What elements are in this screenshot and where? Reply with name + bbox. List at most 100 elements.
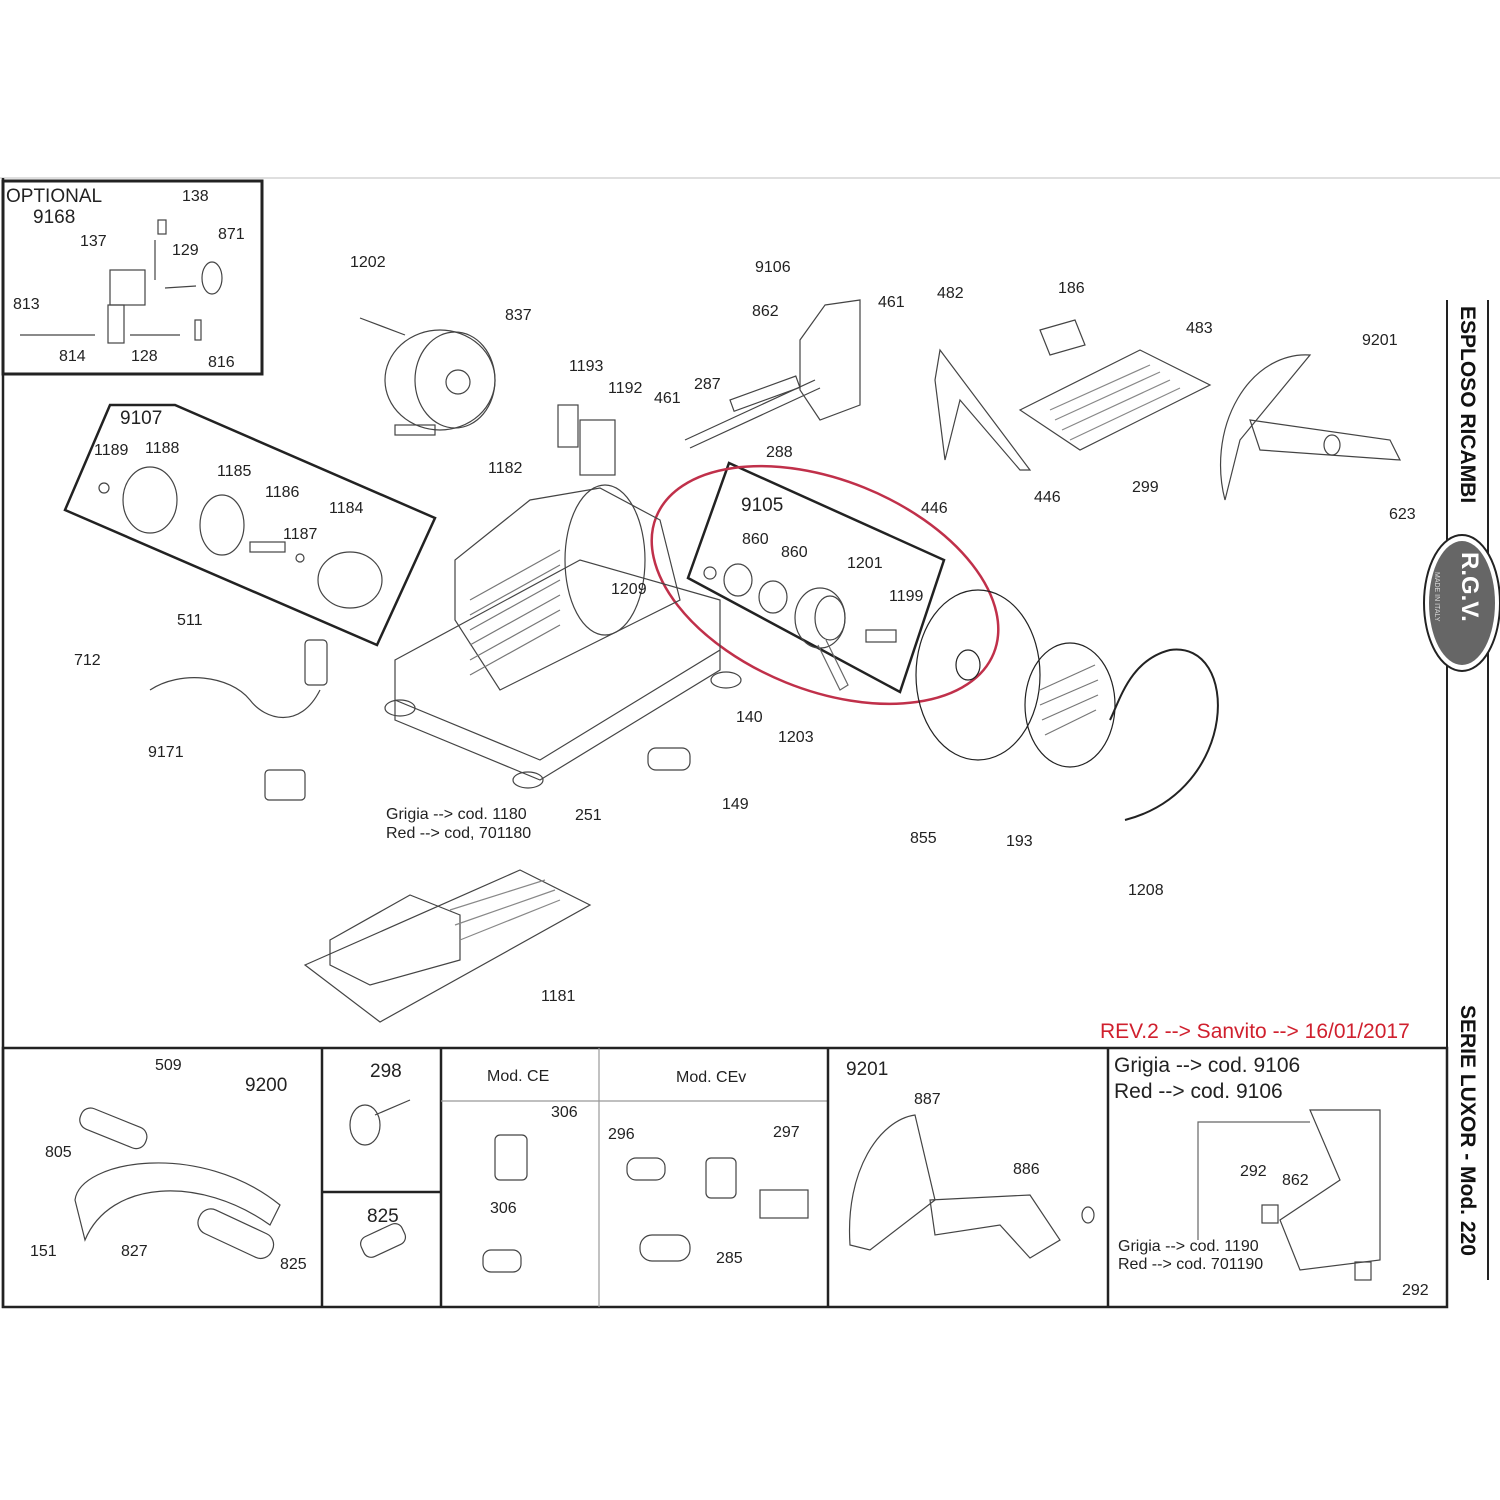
- panel-code: 9200: [245, 1075, 288, 1096]
- part-label: 886: [1013, 1161, 1040, 1178]
- panel-heading: Grigia --> cod. 9106: [1114, 1054, 1301, 1077]
- part-label: 1203: [778, 729, 814, 746]
- part-label: 483: [1186, 320, 1213, 337]
- part-label: 855: [910, 830, 937, 847]
- bottom-panel-parts: [74, 1099, 1381, 1281]
- part-label: 1201: [847, 555, 883, 572]
- switch: [264, 769, 306, 801]
- group-code: 9105: [741, 495, 784, 516]
- part-label: 306: [490, 1200, 517, 1217]
- part-label: 193: [1006, 833, 1033, 850]
- part-label: 149: [722, 796, 749, 813]
- panel-code: 9201: [846, 1059, 889, 1080]
- carriage-bracket: [557, 299, 861, 476]
- capacitor-149: [647, 747, 691, 771]
- logo-text: R.G.V.: [1456, 552, 1483, 622]
- optional-box: [1, 179, 264, 376]
- part-label: 251: [575, 807, 602, 824]
- base-note: Red --> cod, 701180: [386, 825, 532, 842]
- optional-parts: [20, 219, 223, 344]
- panel-heading: Red --> cod. 9106: [1114, 1080, 1283, 1103]
- slicer-body: [384, 484, 742, 789]
- part-label: 511: [177, 612, 203, 629]
- part-label: 1188: [145, 440, 180, 457]
- part-label: 1186: [265, 484, 300, 501]
- food-tray: [934, 319, 1212, 471]
- part-label: 837: [505, 307, 532, 324]
- guard-193: [1024, 642, 1116, 768]
- power-cable: [149, 677, 321, 718]
- part-label: 1181: [541, 988, 576, 1005]
- part-label: 9106: [755, 259, 791, 276]
- part-label: 1187: [283, 526, 318, 543]
- panel-note: Grigia --> cod. 1190: [1118, 1238, 1259, 1255]
- part-label: 805: [45, 1144, 72, 1161]
- part-label: 887: [914, 1091, 941, 1108]
- part-label: 712: [74, 652, 101, 669]
- part-label: 1209: [611, 581, 647, 598]
- part-label: 1202: [350, 254, 386, 271]
- panel-title: Mod. CEv: [676, 1069, 747, 1086]
- part-label: 862: [1282, 1172, 1309, 1189]
- part-label: 825: [280, 1256, 307, 1273]
- part-label: 813: [13, 296, 40, 313]
- part-label: 1184: [329, 500, 364, 517]
- part-label: 860: [742, 531, 769, 548]
- part-label: 292: [1402, 1282, 1429, 1299]
- pulley-group: [703, 563, 897, 691]
- group-9105-box: [686, 461, 946, 694]
- part-label: 1199: [889, 588, 924, 605]
- part-label: 1208: [1128, 882, 1164, 899]
- part-label: 816: [208, 354, 235, 371]
- part-label: 446: [1034, 489, 1061, 506]
- part-label: 296: [608, 1126, 635, 1143]
- part-label: 827: [121, 1243, 148, 1260]
- group-9107-box: [63, 403, 437, 647]
- part-label: 860: [781, 544, 808, 561]
- motor: [359, 317, 496, 436]
- panel-note: Red --> cod. 701190: [1118, 1256, 1264, 1273]
- logo-subtext: MADE IN ITALY: [1433, 572, 1440, 622]
- bottom-panel: [1, 1046, 1449, 1309]
- part-label: 299: [1132, 479, 1159, 496]
- panel-title: Mod. CE: [487, 1068, 550, 1085]
- part-label: 138: [182, 188, 209, 205]
- part-label: 288: [766, 444, 793, 461]
- part-label: 446: [921, 500, 948, 517]
- plug: [304, 639, 328, 686]
- part-label: 814: [59, 348, 86, 365]
- part-label: 871: [218, 226, 245, 243]
- part-label: 1185: [217, 463, 252, 480]
- part-label: 292: [1240, 1163, 1267, 1180]
- tray-1181: [303, 869, 592, 1023]
- optional-title: OPTIONAL: [6, 186, 103, 207]
- part-label: 862: [752, 303, 779, 320]
- part-label: 1182: [488, 460, 523, 477]
- revision-note: REV.2 --> Sanvito --> 16/01/2017: [1100, 1020, 1410, 1043]
- part-label: 287: [694, 376, 721, 393]
- panel-code: 825: [367, 1206, 399, 1227]
- part-label: 285: [716, 1250, 743, 1267]
- part-label: 1192: [608, 380, 643, 397]
- part-label: 1189: [94, 442, 129, 459]
- panel-code: 298: [370, 1061, 402, 1082]
- part-label: 623: [1389, 506, 1416, 523]
- part-label: 1193: [569, 358, 604, 375]
- part-label: 297: [773, 1124, 800, 1141]
- part-label: 128: [131, 348, 158, 365]
- blade-hub: [955, 649, 981, 681]
- rgv-logo: [1429, 541, 1495, 665]
- part-label: 9171: [148, 744, 184, 761]
- part-label: 186: [1058, 280, 1085, 297]
- part-label: 461: [878, 294, 905, 311]
- group-code: 9107: [120, 408, 163, 429]
- part-label: 151: [30, 1243, 57, 1260]
- highlight-ellipse: [650, 464, 1000, 706]
- part-label: 137: [80, 233, 107, 250]
- model-title: SERIE LUXOR - Mod. 220: [1456, 1005, 1479, 1256]
- part-label: 9201: [1362, 332, 1398, 349]
- ring-1208: [1109, 648, 1219, 821]
- part-label: 140: [736, 709, 763, 726]
